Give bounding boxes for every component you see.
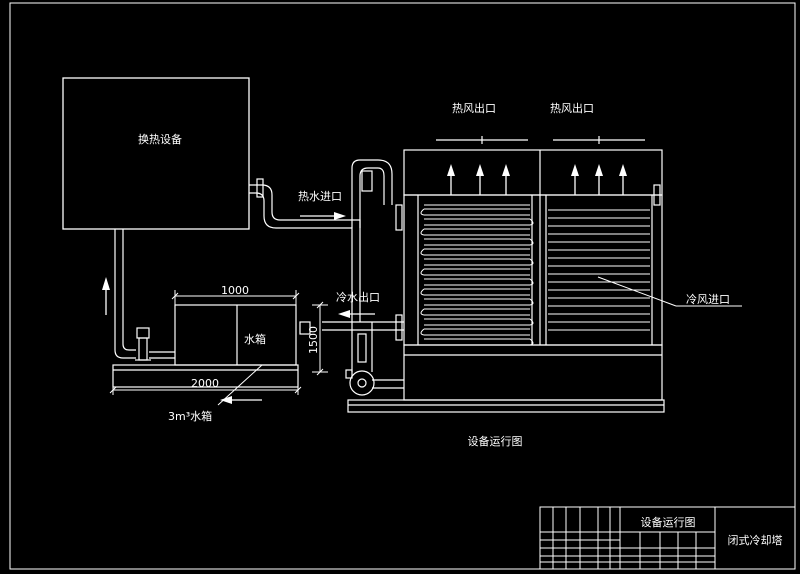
cold-air-inlet-label: 冷风进口 — [686, 293, 730, 306]
title-block-product-name: 闭式冷却塔 — [728, 534, 783, 547]
dimension-base-width — [109, 384, 302, 395]
coil-bend — [529, 218, 534, 226]
dimension-base-width-value: 2000 — [191, 377, 219, 390]
coil-bend — [420, 268, 425, 276]
dimension-tank-width — [171, 290, 300, 305]
air-arrow-head — [447, 164, 455, 176]
air-arrow-head — [619, 164, 627, 176]
heat-exchanger-label: 换热设备 — [138, 132, 182, 146]
hot-water-pipe — [249, 159, 393, 322]
diagram-caption: 设备运行图 — [468, 434, 523, 448]
fill-media-right — [548, 209, 650, 331]
cold-air-inlet-leader — [597, 276, 742, 307]
coil-bend — [420, 208, 425, 216]
title-block-drawing-title: 设备运行图 — [641, 515, 696, 529]
air-arrow-head — [502, 164, 510, 176]
cold-water-outlet-label: 冷水出口 — [336, 290, 380, 304]
tower-pump — [345, 369, 375, 396]
drawing-border — [9, 2, 796, 570]
coil-bend — [420, 228, 425, 236]
hot-water-inlet-label: 热水进口 — [298, 190, 342, 203]
hot-air-outlet-label-right: 热风出口 — [550, 101, 594, 115]
dimension-tank-height — [312, 301, 328, 376]
coil-bend — [529, 318, 534, 326]
title-block — [539, 506, 796, 570]
coil-bend — [529, 338, 534, 346]
heat-exchanger-box — [62, 77, 250, 230]
air-arrow-head — [571, 164, 579, 176]
dimension-tank-width-value: 1000 — [221, 284, 249, 297]
hot-water-flow-arrow — [300, 212, 346, 220]
coil-bend — [529, 258, 534, 266]
tank-valve — [299, 321, 311, 335]
dimension-tank-height-value: 1500 — [307, 326, 320, 354]
coil-bend — [420, 288, 425, 296]
return-pipe — [114, 229, 136, 359]
coil-bend — [529, 298, 534, 306]
coil-bundle-left — [420, 204, 534, 346]
water-tank — [112, 304, 299, 388]
cold-water-pipe — [322, 321, 404, 389]
coil-bend — [420, 328, 425, 336]
hot-air-arrows — [447, 164, 627, 195]
air-arrow-head — [595, 164, 603, 176]
return-flow-arrow — [102, 277, 110, 315]
water-tank-label: 水箱 — [244, 332, 266, 346]
coil-bend — [420, 308, 425, 316]
tank-volume-leader — [217, 364, 263, 406]
coil-bend — [529, 238, 534, 246]
coil-bend — [529, 278, 534, 286]
tank-volume-label: 3m³水箱 — [168, 409, 212, 423]
circulation-pump — [135, 327, 175, 361]
air-arrow-head — [476, 164, 484, 176]
hot-air-outlet-label-left: 热风出口 — [452, 101, 496, 115]
coil-bend — [420, 248, 425, 256]
cold-water-flow-arrow — [338, 310, 375, 318]
cooling-tower — [347, 136, 665, 413]
